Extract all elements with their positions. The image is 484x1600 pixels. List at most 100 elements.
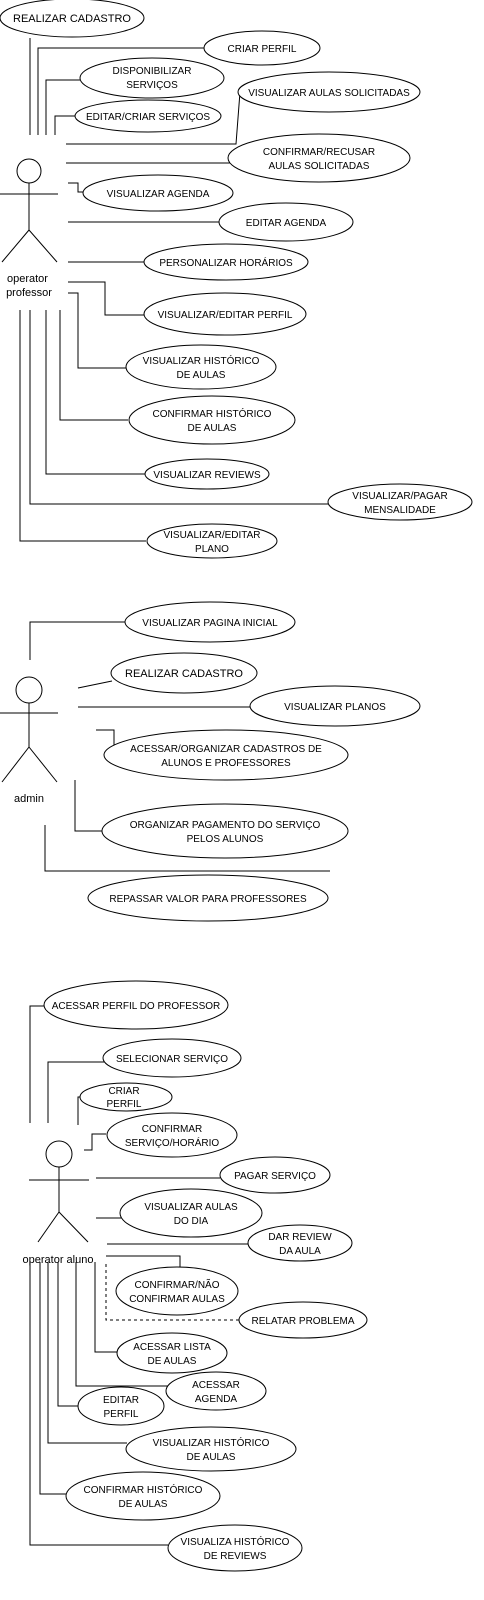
use-case-label: VISUALIZAR/EDITAR <box>163 530 260 541</box>
use-case-label: VISUALIZAR PLANOS <box>284 702 386 713</box>
svg-text:VISUALIZAR AULAS SOLICITADAS: VISUALIZAR AULAS SOLICITADAS <box>248 88 410 99</box>
use-case-label: CONFIRMAR/NÃO <box>135 1278 220 1291</box>
use-case-label: VISUALIZAR AULAS <box>144 1202 238 1213</box>
use-case-label: AGENDA <box>195 1394 238 1405</box>
use-case-label: ACESSAR/ORGANIZAR CADASTROS DE <box>130 744 322 755</box>
use-case-aluno-confirmar-historico[interactable]: CONFIRMAR HISTÓRICO DE AULAS <box>65 1471 221 1521</box>
use-case-label: ACESSAR LISTA <box>133 1342 211 1353</box>
use-case-label: SERVIÇOS <box>126 80 178 91</box>
use-case-label: REPASSAR VALOR PARA PROFESSORES <box>109 894 307 905</box>
actor-admin-figure-icon <box>0 676 58 783</box>
use-case-label: PELOS ALUNOS <box>187 834 264 845</box>
use-case-prof-visualizar-reviews[interactable]: VISUALIZAR REVIEWS <box>144 458 270 490</box>
admin-connectors <box>29 621 330 872</box>
use-case-prof-visualizar-pagar-mensalidade[interactable]: VISUALIZAR/PAGAR MENSALIDADE <box>327 483 473 521</box>
svg-text:VISUALIZAR REVIEWS: VISUALIZAR REVIEWS <box>153 470 261 481</box>
use-case-label: DE AULAS <box>119 1499 168 1510</box>
connector-aluno-acessar-perfil-professor <box>29 1005 44 1123</box>
use-case-admin-realizar-cadastro[interactable]: REALIZAR CADASTRO <box>110 652 258 694</box>
use-case-admin-visualizar-pagina-inicial[interactable]: VISUALIZAR PAGINA INICIAL <box>124 601 296 643</box>
svg-text:ACESSAR PERFIL DO PROFESSOR: ACESSAR PERFIL DO PROFESSOR <box>52 1001 221 1012</box>
use-case-label: VISUALIZA HISTÓRICO <box>181 1535 290 1548</box>
connector-admin-repassar-valor <box>44 825 330 872</box>
use-case-prof-realizar-cadastro[interactable]: REALIZAR CADASTRO <box>0 0 145 38</box>
connector-aluno-relatar-problema <box>105 1264 239 1321</box>
use-case-admin-repassar-valor[interactable]: REPASSAR VALOR PARA PROFESSORES <box>87 874 329 922</box>
svg-text:REALIZAR CADASTRO: REALIZAR CADASTRO <box>125 668 243 680</box>
use-case-prof-editar-agenda[interactable]: EDITAR AGENDA <box>218 202 354 242</box>
use-case-label: EDITAR/CRIAR SERVIÇOS <box>86 112 210 123</box>
svg-text:operator professor: operator professor <box>6 273 52 299</box>
use-case-label: VISUALIZAR HISTÓRICO <box>143 354 260 367</box>
actor-professor-label-line-2: professor <box>6 287 52 299</box>
use-case-admin-visualizar-planos[interactable]: VISUALIZAR PLANOS <box>249 685 421 727</box>
actor-admin-label: admin <box>14 793 44 805</box>
use-case-label: VISUALIZAR/PAGAR <box>352 491 447 502</box>
use-case-prof-editar-criar-servicos[interactable]: EDITAR/CRIAR SERVIÇOS <box>74 99 222 133</box>
svg-text:REALIZAR CADASTRO: REALIZAR CADASTRO <box>13 13 131 25</box>
use-case-aluno-acessar-perfil-professor[interactable]: ACESSAR PERFIL DO PROFESSOR <box>43 980 229 1030</box>
svg-text:VISUALIZAR/EDITAR PERFIL: VISUALIZAR/EDITAR PERFIL <box>158 310 293 321</box>
use-case-aluno-selecionar-servico[interactable]: SELECIONAR SERVIÇO <box>102 1038 242 1078</box>
svg-text:SELECIONAR SERVIÇO: SELECIONAR SERVIÇO <box>116 1054 228 1065</box>
use-case-label: EDITAR AGENDA <box>246 218 327 229</box>
use-case-label: VISUALIZAR/EDITAR PERFIL <box>158 310 293 321</box>
connector-prof-confirmar-historico <box>59 310 128 421</box>
use-case-aluno-relatar-problema[interactable]: RELATAR PROBLEMA <box>238 1301 368 1339</box>
use-case-label: DA AULA <box>279 1246 321 1257</box>
use-case-label: SERVIÇO/HORÁRIO <box>125 1136 219 1149</box>
connector-aluno-historico-reviews <box>29 1262 168 1546</box>
use-case-label: DISPONIBILIZAR <box>113 66 192 77</box>
actor-admin: admin <box>0 676 58 805</box>
use-case-prof-visualizar-agenda[interactable]: VISUALIZAR AGENDA <box>82 174 234 212</box>
actor-professor: operator professor <box>0 158 58 299</box>
admin-use-cases: VISUALIZAR PAGINA INICIAL REALIZAR CADAS… <box>87 601 421 922</box>
svg-text:REPASSAR VALOR PARA PROFESSORE: REPASSAR VALOR PARA PROFESSORES <box>109 894 307 905</box>
connector-prof-visualizar-historico <box>68 292 127 369</box>
professor-connectors <box>19 38 329 542</box>
aluno-use-cases: ACESSAR PERFIL DO PROFESSOR SELECIONAR S… <box>43 980 368 1572</box>
use-case-prof-disponibilizar-servicos[interactable]: DISPONIBILIZAR SERVIÇOS <box>79 57 225 99</box>
connector-prof-visualizar-agenda <box>68 182 84 193</box>
use-case-prof-visualizar-aulas-solicitadas[interactable]: VISUALIZAR AULAS SOLICITADAS <box>237 71 421 113</box>
svg-text:CRIAR PERFIL: CRIAR PERFIL <box>228 44 297 55</box>
connector-prof-disponibilizar <box>45 79 82 135</box>
use-case-prof-personalizar-horarios[interactable]: PERSONALIZAR HORÁRIOS <box>143 243 309 281</box>
use-case-prof-criar-perfil[interactable]: CRIAR PERFIL <box>203 30 321 66</box>
use-case-aluno-pagar-servico[interactable]: PAGAR SERVIÇO <box>219 1156 331 1194</box>
connector-aluno-confirmar-servico <box>84 1133 106 1151</box>
use-case-label: DE AULAS <box>187 1452 236 1463</box>
use-case-label: EDITAR <box>103 1395 139 1406</box>
use-case-prof-visualizar-editar-perfil[interactable]: VISUALIZAR/EDITAR PERFIL <box>143 292 307 336</box>
connector-prof-editar-criar-servicos <box>54 115 75 135</box>
use-case-label: MENSALIDADE <box>364 505 436 516</box>
connector-prof-criar-perfil <box>37 47 205 135</box>
use-case-label: CONFIRMAR HISTÓRICO <box>84 1483 203 1496</box>
connector-aluno-selecionar-servico <box>47 1061 104 1123</box>
use-case-label: RELATAR PROBLEMA <box>252 1316 355 1327</box>
connector-prof-visualizar-aulas-solicitadas <box>66 91 241 145</box>
